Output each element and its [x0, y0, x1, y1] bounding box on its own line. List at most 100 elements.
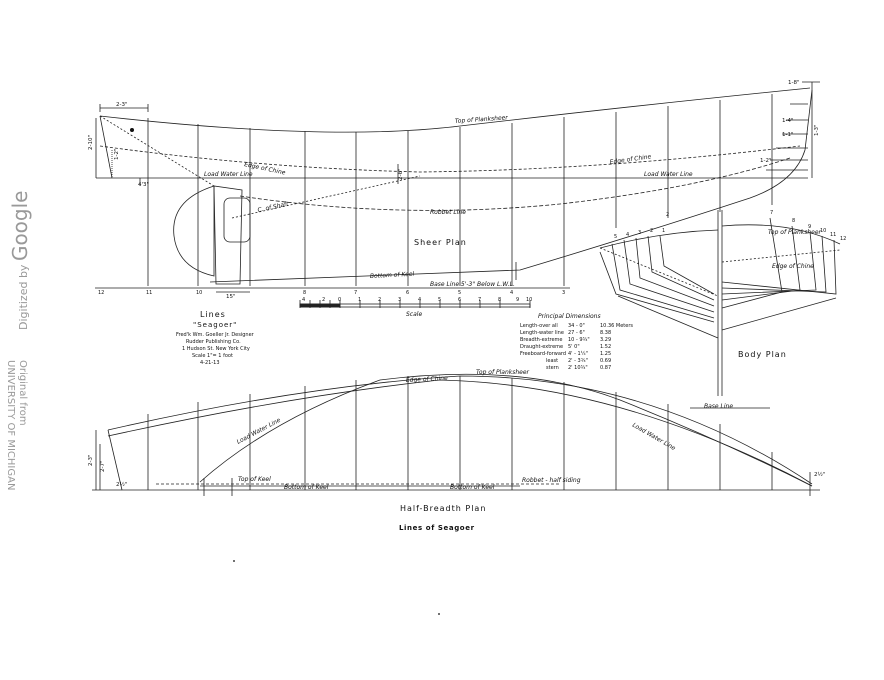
rudder: [173, 185, 215, 277]
title-line4: Rudder Publishing Co.: [186, 339, 241, 345]
svg-text:8: 8: [792, 218, 795, 224]
title-line1: Lines: [200, 310, 226, 319]
svg-text:1: 1: [662, 228, 665, 234]
transom: [99, 115, 113, 179]
svg-text:2: 2: [650, 228, 653, 234]
speck: [438, 613, 440, 615]
shaft-line: [231, 175, 421, 219]
svg-text:9: 9: [516, 297, 519, 303]
sheer-line: [99, 87, 811, 133]
propeller-aperture: [223, 197, 251, 243]
bp-station-numbers: 5 4 3 2 1 7 8 9 10 11 12: [614, 210, 846, 242]
title-line5: 1 Hudson St. New York City: [182, 346, 250, 352]
sheer-top-label: Top of Planksheer: [455, 114, 509, 125]
hb-lwl-fwd: Load Water Line: [631, 422, 677, 453]
hb-lwl: [199, 373, 813, 487]
pd-row-imp: 2' - 3¾": [568, 358, 588, 364]
svg-text:10: 10: [820, 228, 826, 234]
edge-of-chine: [99, 145, 801, 173]
sheer-lwl-fwd: Load Water Line: [644, 171, 693, 178]
pd-row-imp: 4' - 1¼": [568, 351, 588, 357]
rabbet-line: [239, 157, 791, 211]
title-line2: "Seagoer": [193, 321, 237, 329]
pd-row-label: Length-water line: [520, 330, 564, 336]
svg-text:2: 2: [322, 297, 325, 303]
title-line7: 4-21-13: [200, 360, 220, 366]
svg-text:4: 4: [302, 297, 305, 303]
svg-text:10: 10: [526, 297, 532, 303]
deadwood: [213, 185, 243, 285]
stern-dim: 1-2": [760, 158, 772, 164]
hb-top-keel: Top of Keel: [238, 476, 271, 483]
title-line3: Fred'k Wm. Goeller Jr. Designer: [176, 332, 255, 338]
stern-dim: 1-1": [782, 132, 794, 138]
pd-row-label: stern: [546, 365, 559, 371]
pd-row-label: Draught-extreme: [520, 344, 563, 350]
half-breadth-plan: [92, 373, 820, 496]
svg-text:5: 5: [438, 297, 441, 303]
hb-chine-label: Edge of Chine: [406, 375, 448, 384]
stern-dim: 1-3": [814, 124, 820, 136]
digitized-by-text: Digitized by Google: [8, 190, 32, 330]
labels: Top of Planksheer Edge of Chine Edge of …: [88, 80, 846, 513]
station-numbers: 12 11 10 8 7 6 5 4 3 2: [98, 212, 669, 296]
bp-chine-label: Edge of Chine: [772, 263, 814, 270]
svg-text:2: 2: [666, 212, 669, 218]
hb-dim-4: 2½": [814, 471, 825, 478]
pd-row-label: Freeboard-forward: [520, 351, 566, 357]
title-line6: Scale 1"= 1 foot: [192, 353, 233, 359]
pd-row-label: Length-over all: [520, 323, 558, 329]
sheer-lwl-aft: Load Water Line: [204, 171, 253, 178]
hb-dim-2: 2-7": [100, 460, 106, 472]
speck: [233, 560, 235, 562]
pd-row-label: Breadth-extreme: [520, 337, 563, 343]
svg-text:8: 8: [303, 290, 306, 296]
google-logo-text: Google: [8, 190, 32, 262]
body-plan: [599, 210, 841, 409]
svg-text:6: 6: [406, 290, 409, 296]
google-watermark: Digitized by Google: [8, 180, 32, 330]
pd-row-met: 10.36 Meters: [600, 323, 633, 329]
svg-text:3: 3: [562, 290, 565, 296]
stern-dim: 1-4": [782, 118, 794, 124]
university-text: UNIVERSITY OF MICHIGAN: [5, 360, 16, 491]
svg-text:12: 12: [840, 236, 846, 242]
sheer-dim-43: 4'3": [138, 182, 149, 188]
svg-text:3: 3: [638, 230, 641, 236]
hb-top-label: Top of Planksheer: [476, 369, 530, 376]
pd-row-imp: 10 - 9¾": [568, 337, 590, 343]
hb-dim-1: 2-3": [88, 454, 94, 466]
svg-text:1: 1: [358, 297, 361, 303]
pd-row-imp: 27 - 6": [568, 330, 585, 336]
pd-row-met: 0.87: [600, 365, 611, 371]
svg-text:7: 7: [770, 210, 773, 216]
svg-text:5: 5: [458, 290, 461, 296]
svg-text:10: 10: [196, 290, 202, 296]
hb-bottom-keel-1: Bottom of Keel: [284, 484, 329, 491]
sheer-dim-top: 2-3": [116, 102, 128, 108]
sheer-bottom-keel: Bottom of Keel: [370, 271, 415, 280]
svg-text:4: 4: [418, 297, 421, 303]
svg-text:3: 3: [398, 297, 401, 303]
bp-top-label: Top of Planksheer: [768, 229, 822, 236]
pd-row-imp: 2' 10¾": [568, 365, 588, 371]
svg-text:7: 7: [354, 290, 357, 296]
sheer-plan: 12 11 10 8 7 6 5 4 3 2: [95, 81, 820, 296]
pd-row-met: 0.69: [600, 358, 611, 364]
michigan-watermark: Original from UNIVERSITY OF MICHIGAN: [5, 360, 36, 510]
svg-text:2: 2: [378, 297, 381, 303]
hb-bottom-keel-2: Bottom of Keel: [450, 484, 495, 491]
pd-row-met: 3.29: [600, 337, 611, 343]
hb-dim-3: 2½": [116, 481, 127, 488]
hb-lwl-aft: Load Water Line: [236, 417, 282, 446]
pd-row-met: 8.38: [600, 330, 611, 336]
pd-row-met: 1.25: [600, 351, 611, 357]
pd-row-label: least: [546, 358, 558, 364]
scale-bar: [299, 300, 531, 308]
svg-text:12: 12: [98, 290, 104, 296]
hb-rabbet: Robbet - half siding: [522, 477, 581, 484]
pd-title: Principal Dimensions: [538, 313, 601, 320]
svg-text:9: 9: [808, 224, 811, 230]
sheer-dim-small: 1-2": [114, 148, 120, 160]
